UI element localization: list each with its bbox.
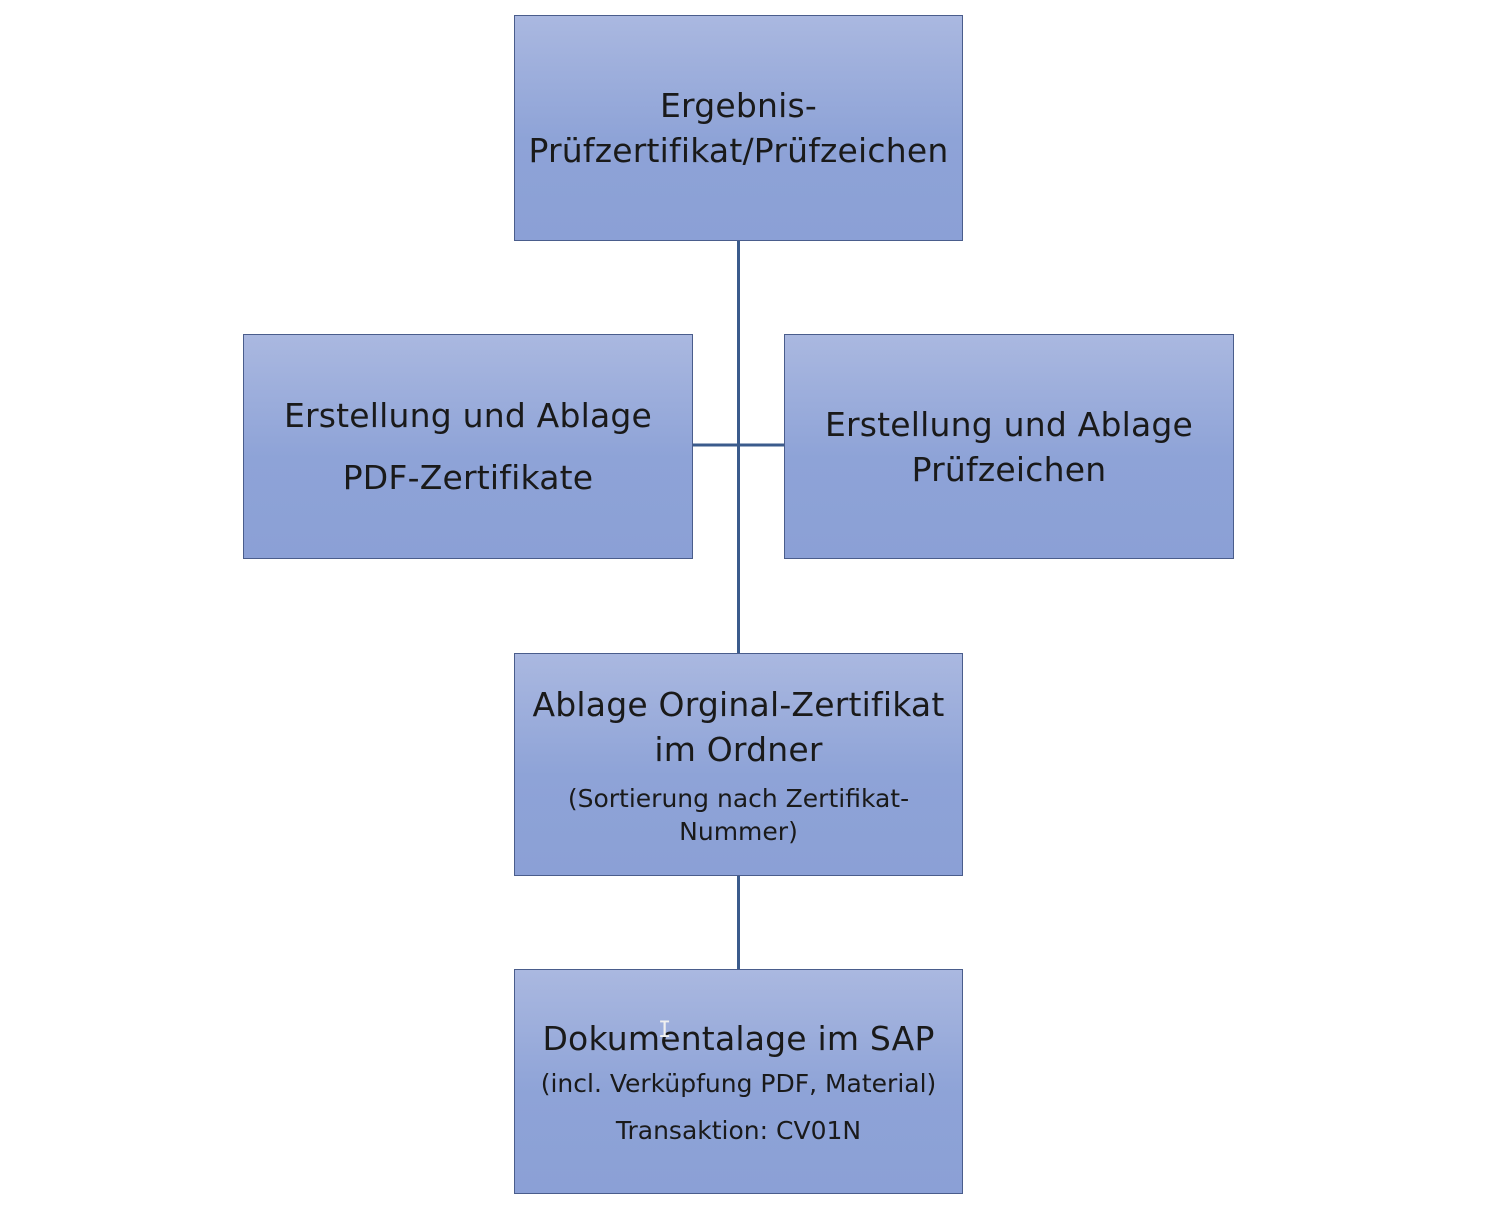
node-bottom-line3: Transaktion: CV01N <box>615 1116 862 1145</box>
node-dokumentablage-sap[interactable]: Dokumentalage im SAP (incl. Verküpfung P… <box>514 969 963 1194</box>
node-middle-line2: im Ordner <box>654 729 823 769</box>
node-top-line1: Ergebnis- <box>659 86 818 125</box>
node-left-line2: PDF-Zertifikate <box>342 458 594 497</box>
node-middle-line3: (Sortierung nach Zertifikat- <box>567 783 910 813</box>
node-top-line2: Prüfzertifikat/Prüfzeichen <box>528 131 949 170</box>
node-pdf-zertifikate[interactable]: Erstellung und Ablage PDF-Zertifikate <box>243 334 693 559</box>
node-middle-line4: Nummer) <box>679 816 798 846</box>
node-pruefzeichen[interactable]: Erstellung und Ablage Prüfzeichen <box>784 334 1234 559</box>
node-bottom-line1: Dokumentalage im SAP <box>542 1019 935 1058</box>
node-ergebnis-pruefzertifikat[interactable]: Ergebnis- Prüfzertifikat/Prüfzeichen <box>514 15 963 241</box>
node-middle-line1: Ablage Orginal-Zertifikat <box>532 684 945 724</box>
node-right-line2: Prüfzeichen <box>911 449 1107 489</box>
node-ablage-orginal-zertifikat[interactable]: Ablage Orginal-Zertifikat im Ordner (Sor… <box>514 653 963 876</box>
node-left-line1: Erstellung und Ablage <box>283 396 653 435</box>
text-cursor-icon: I <box>658 1018 672 1043</box>
node-right-line1: Erstellung und Ablage <box>824 404 1194 444</box>
node-bottom-line2: (incl. Verküpfung PDF, Material) <box>540 1069 937 1098</box>
